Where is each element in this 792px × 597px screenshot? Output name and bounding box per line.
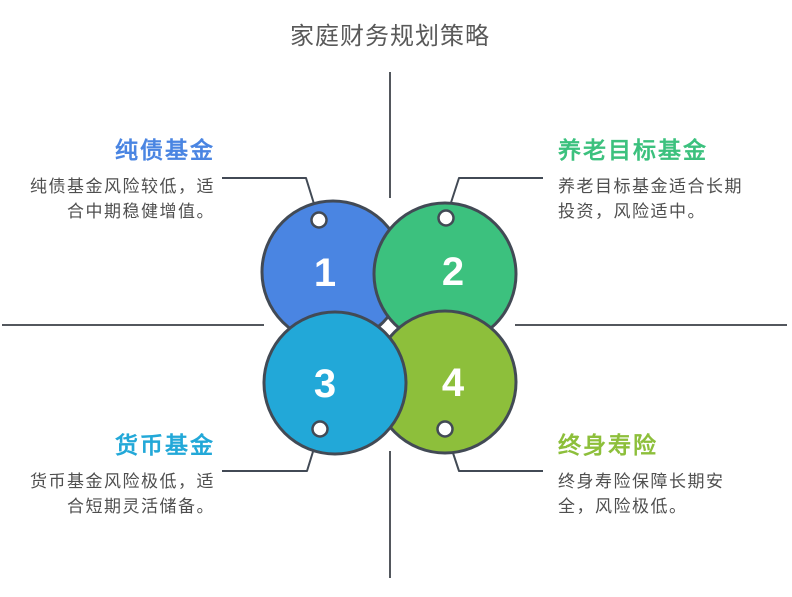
- anchor-dot-1: [310, 211, 328, 229]
- description-line: 纯债基金风险较低，适: [30, 177, 215, 196]
- description-line: 养老目标基金适合长期: [558, 177, 743, 196]
- item-3-title: 货币基金: [115, 432, 215, 458]
- item-2-description: 养老目标基金适合长期 投资，风险适中。: [558, 174, 783, 224]
- circle-number-4: 4: [442, 361, 465, 405]
- label-group-item-4: 终身寿险 终身寿险保障长期安 全，风险极低。: [558, 426, 783, 519]
- description-line: 全，风险极低。: [558, 497, 688, 516]
- item-1-title: 纯债基金: [115, 137, 215, 163]
- item-3-description: 货币基金风险极低，适 合短期灵活储备。: [5, 469, 215, 519]
- item-1-description: 纯债基金风险较低，适 合中期稳健增值。: [5, 174, 215, 224]
- description-line: 合中期稳健增值。: [67, 202, 215, 221]
- description-line: 投资，风险适中。: [558, 202, 706, 221]
- item-2-title: 养老目标基金: [558, 137, 708, 163]
- axis-lines: [2, 72, 787, 578]
- anchor-dot-2: [437, 209, 455, 227]
- circle-3: [262, 310, 408, 456]
- label-group-item-3: 货币基金 货币基金风险极低，适 合短期灵活储备。: [5, 426, 215, 519]
- circle-number-1: 1: [314, 251, 336, 295]
- label-group-item-1: 纯债基金 纯债基金风险较低，适 合中期稳健增值。: [5, 131, 215, 224]
- item-4-title: 终身寿险: [558, 432, 658, 458]
- page-title: 家庭财务规划策略: [290, 23, 490, 50]
- anchor-dot-4: [436, 420, 454, 438]
- description-line: 货币基金风险极低，适: [30, 472, 215, 491]
- circle-number-2: 2: [442, 250, 464, 294]
- item-4-description: 终身寿险保障长期安 全，风险极低。: [558, 469, 783, 519]
- description-line: 合短期灵活储备。: [67, 497, 215, 516]
- anchor-dot-3: [311, 420, 329, 438]
- description-line: 终身寿险保障长期安: [558, 472, 725, 491]
- label-group-item-2: 养老目标基金 养老目标基金适合长期 投资，风险适中。: [558, 131, 783, 224]
- circle-number-3: 3: [314, 362, 336, 406]
- connector-anchors: [310, 209, 455, 438]
